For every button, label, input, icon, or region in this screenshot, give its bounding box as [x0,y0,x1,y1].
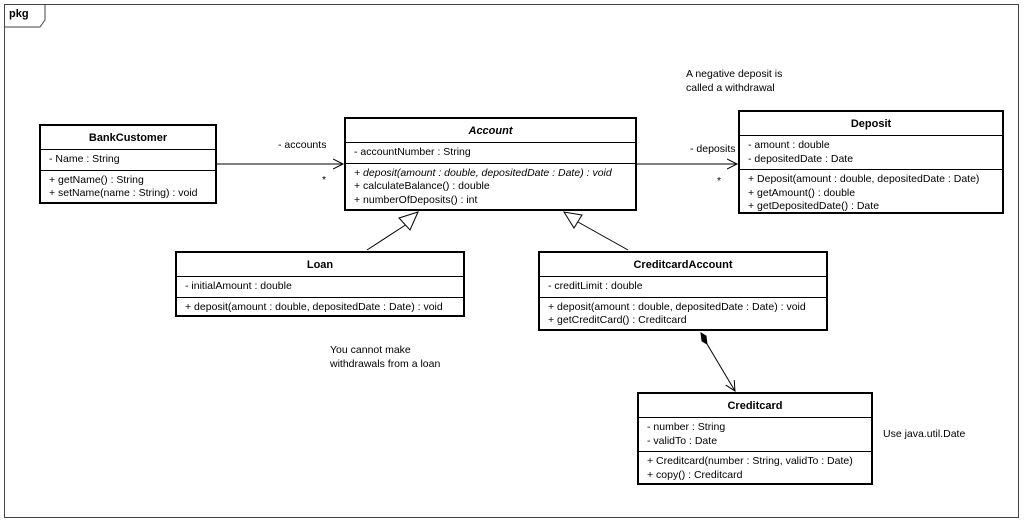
note-loan-withdrawals: You cannot make withdrawals from a loan [330,344,440,371]
class-creditcard[interactable]: Creditcard - number : String - validTo :… [637,392,873,485]
package-frame [4,4,1019,518]
class-name: CreditcardAccount [540,253,826,277]
note-line: A negative deposit is [686,68,783,80]
attributes-section: - initialAmount : double [177,277,463,298]
attribute: - number : String [647,421,726,433]
composition-diamond [700,332,708,345]
note-line: called a withdrawal [686,81,775,94]
attributes-section: - amount : double - depositedDate : Date [740,136,1002,170]
attribute: - Name : String [49,153,120,165]
operations-section: + deposit(amount : double, depositedDate… [177,298,463,318]
association-role-deposits: - deposits [690,143,736,155]
class-loan[interactable]: Loan - initialAmount : double + deposit(… [175,251,465,317]
note-negative-deposit: A negative deposit is called a withdrawa… [686,68,782,95]
class-name: BankCustomer [41,126,215,150]
operations-section: + getName() : String + setName(name : St… [41,171,215,204]
operations-section: + Creditcard(number : String, validTo : … [639,452,871,485]
operation: + deposit(amount : double, depositedDate… [185,300,443,313]
attributes-section: - Name : String [41,150,215,171]
package-label: pkg [9,8,29,20]
operations-section: + deposit(amount : double, depositedDate… [346,164,635,211]
attributes-section: - accountNumber : String [346,143,635,164]
package-tab [4,4,46,28]
class-account[interactable]: Account - accountNumber : String + depos… [344,117,637,211]
class-name: Creditcard [639,394,871,418]
operation: + getAmount() : double [748,186,856,199]
note-java-date: Use java.util.Date [883,428,965,442]
note-line: Use java.util.Date [883,428,966,440]
attributes-section: - creditLimit : double [540,277,826,298]
operation: + numberOfDeposits() : int [354,193,478,206]
generalization-creditcard-account-arrowhead [562,211,583,229]
association-role-accounts: - accounts [278,139,327,151]
generalization-creditcard-account-line [577,221,629,251]
association-multiplicity-deposits: * [717,175,722,187]
attribute: - amount : double [748,139,830,151]
attribute: - initialAmount : double [185,280,292,292]
class-name: Deposit [740,112,1002,136]
operation: + calculateBalance() : double [354,180,490,192]
operation: + getName() : String [49,173,144,186]
attribute: - accountNumber : String [354,146,471,158]
operation: + Deposit(amount : double, depositedDate… [748,173,980,185]
note-line: withdrawals from a loan [330,357,441,370]
attribute: - creditLimit : double [548,280,643,292]
association-multiplicity-accounts: * [322,174,327,186]
generalization-loan-line [366,223,408,251]
operation: + getDepositedDate() : Date [748,200,880,212]
class-creditcard-account[interactable]: CreditcardAccount - creditLimit : double… [538,251,828,331]
operations-section: + deposit(amount : double, depositedDate… [540,298,826,331]
operation: + deposit(amount : double, depositedDate… [354,166,612,179]
class-bank-customer[interactable]: BankCustomer - Name : String + getName()… [39,124,217,204]
attributes-section: - number : String - validTo : Date [639,418,871,452]
class-deposit[interactable]: Deposit - amount : double - depositedDat… [738,110,1004,214]
attribute: - validTo : Date [647,434,718,447]
attribute: - depositedDate : Date [748,152,854,165]
composition-creditcard-line [706,343,735,391]
generalization-loan-arrowhead [398,211,419,231]
operation: + getCreditCard() : Creditcard [548,314,687,326]
operations-section: + Deposit(amount : double, depositedDate… [740,170,1002,217]
operation: + setName(name : String) : void [49,187,198,199]
operation: + deposit(amount : double, depositedDate… [548,300,806,313]
operation: + Creditcard(number : String, validTo : … [647,455,853,467]
operation: + copy() : Creditcard [647,468,743,481]
note-line: You cannot make [330,344,411,356]
class-name: Account [346,119,635,143]
class-name: Loan [177,253,463,277]
